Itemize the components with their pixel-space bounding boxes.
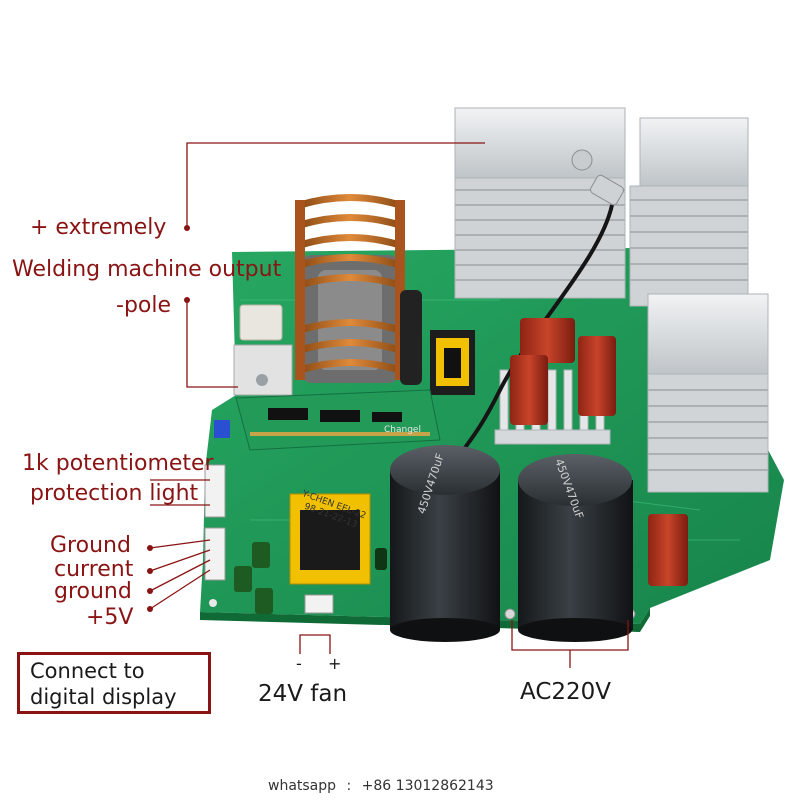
label-ground-upper: Ground [50, 533, 131, 558]
connect-display-box: Connect to digital display [17, 652, 211, 714]
control-module: Changel [214, 389, 441, 451]
label-plus-5v: +5V [86, 605, 134, 630]
display-connector [204, 464, 226, 581]
contact-number: +86 13012862143 [361, 778, 494, 794]
label-minus-pole: -pole [116, 293, 172, 318]
small-capacitors [234, 542, 387, 614]
capacitor-left: 450V470uF [390, 445, 500, 642]
switching-transformer: Y-CHEN EEL-22 98-21-22-13 [289, 489, 371, 585]
label-fan-plus: + [328, 654, 342, 673]
label-ac220v: AC220V [520, 679, 612, 705]
label-24v-fan: 24V fan [258, 681, 348, 707]
label-plus-extremely: + extremely [30, 215, 167, 240]
heatsink-right-upper [629, 117, 749, 307]
film-capacitors [510, 318, 688, 586]
label-welding-output: Welding machine output [12, 257, 282, 282]
ferrite-beads [400, 290, 475, 395]
label-potentiometer: 1k potentiometer [22, 451, 214, 476]
contact-separator: : [346, 778, 352, 794]
toroid-inductor [295, 194, 405, 383]
heatsink-right-lower [647, 293, 769, 493]
contact-line: whatsapp : +86 13012862143 [268, 778, 494, 794]
heatsink-large [454, 107, 626, 299]
label-current: current [54, 557, 134, 582]
capacitor-right: 450V470uF [518, 454, 633, 642]
label-ground-lower: ground [54, 579, 132, 604]
module-label: Changel [384, 425, 421, 435]
callout-lines [149, 142, 629, 668]
label-protection-light: protection light [30, 481, 199, 506]
label-fan-minus: - [296, 654, 302, 673]
connect-line-1: Connect to [30, 659, 145, 683]
connect-line-2: digital display [30, 685, 177, 709]
fan-connector [304, 594, 334, 614]
callout-dots [147, 225, 190, 612]
output-terminals [233, 304, 293, 396]
contact-label: whatsapp [268, 778, 337, 794]
